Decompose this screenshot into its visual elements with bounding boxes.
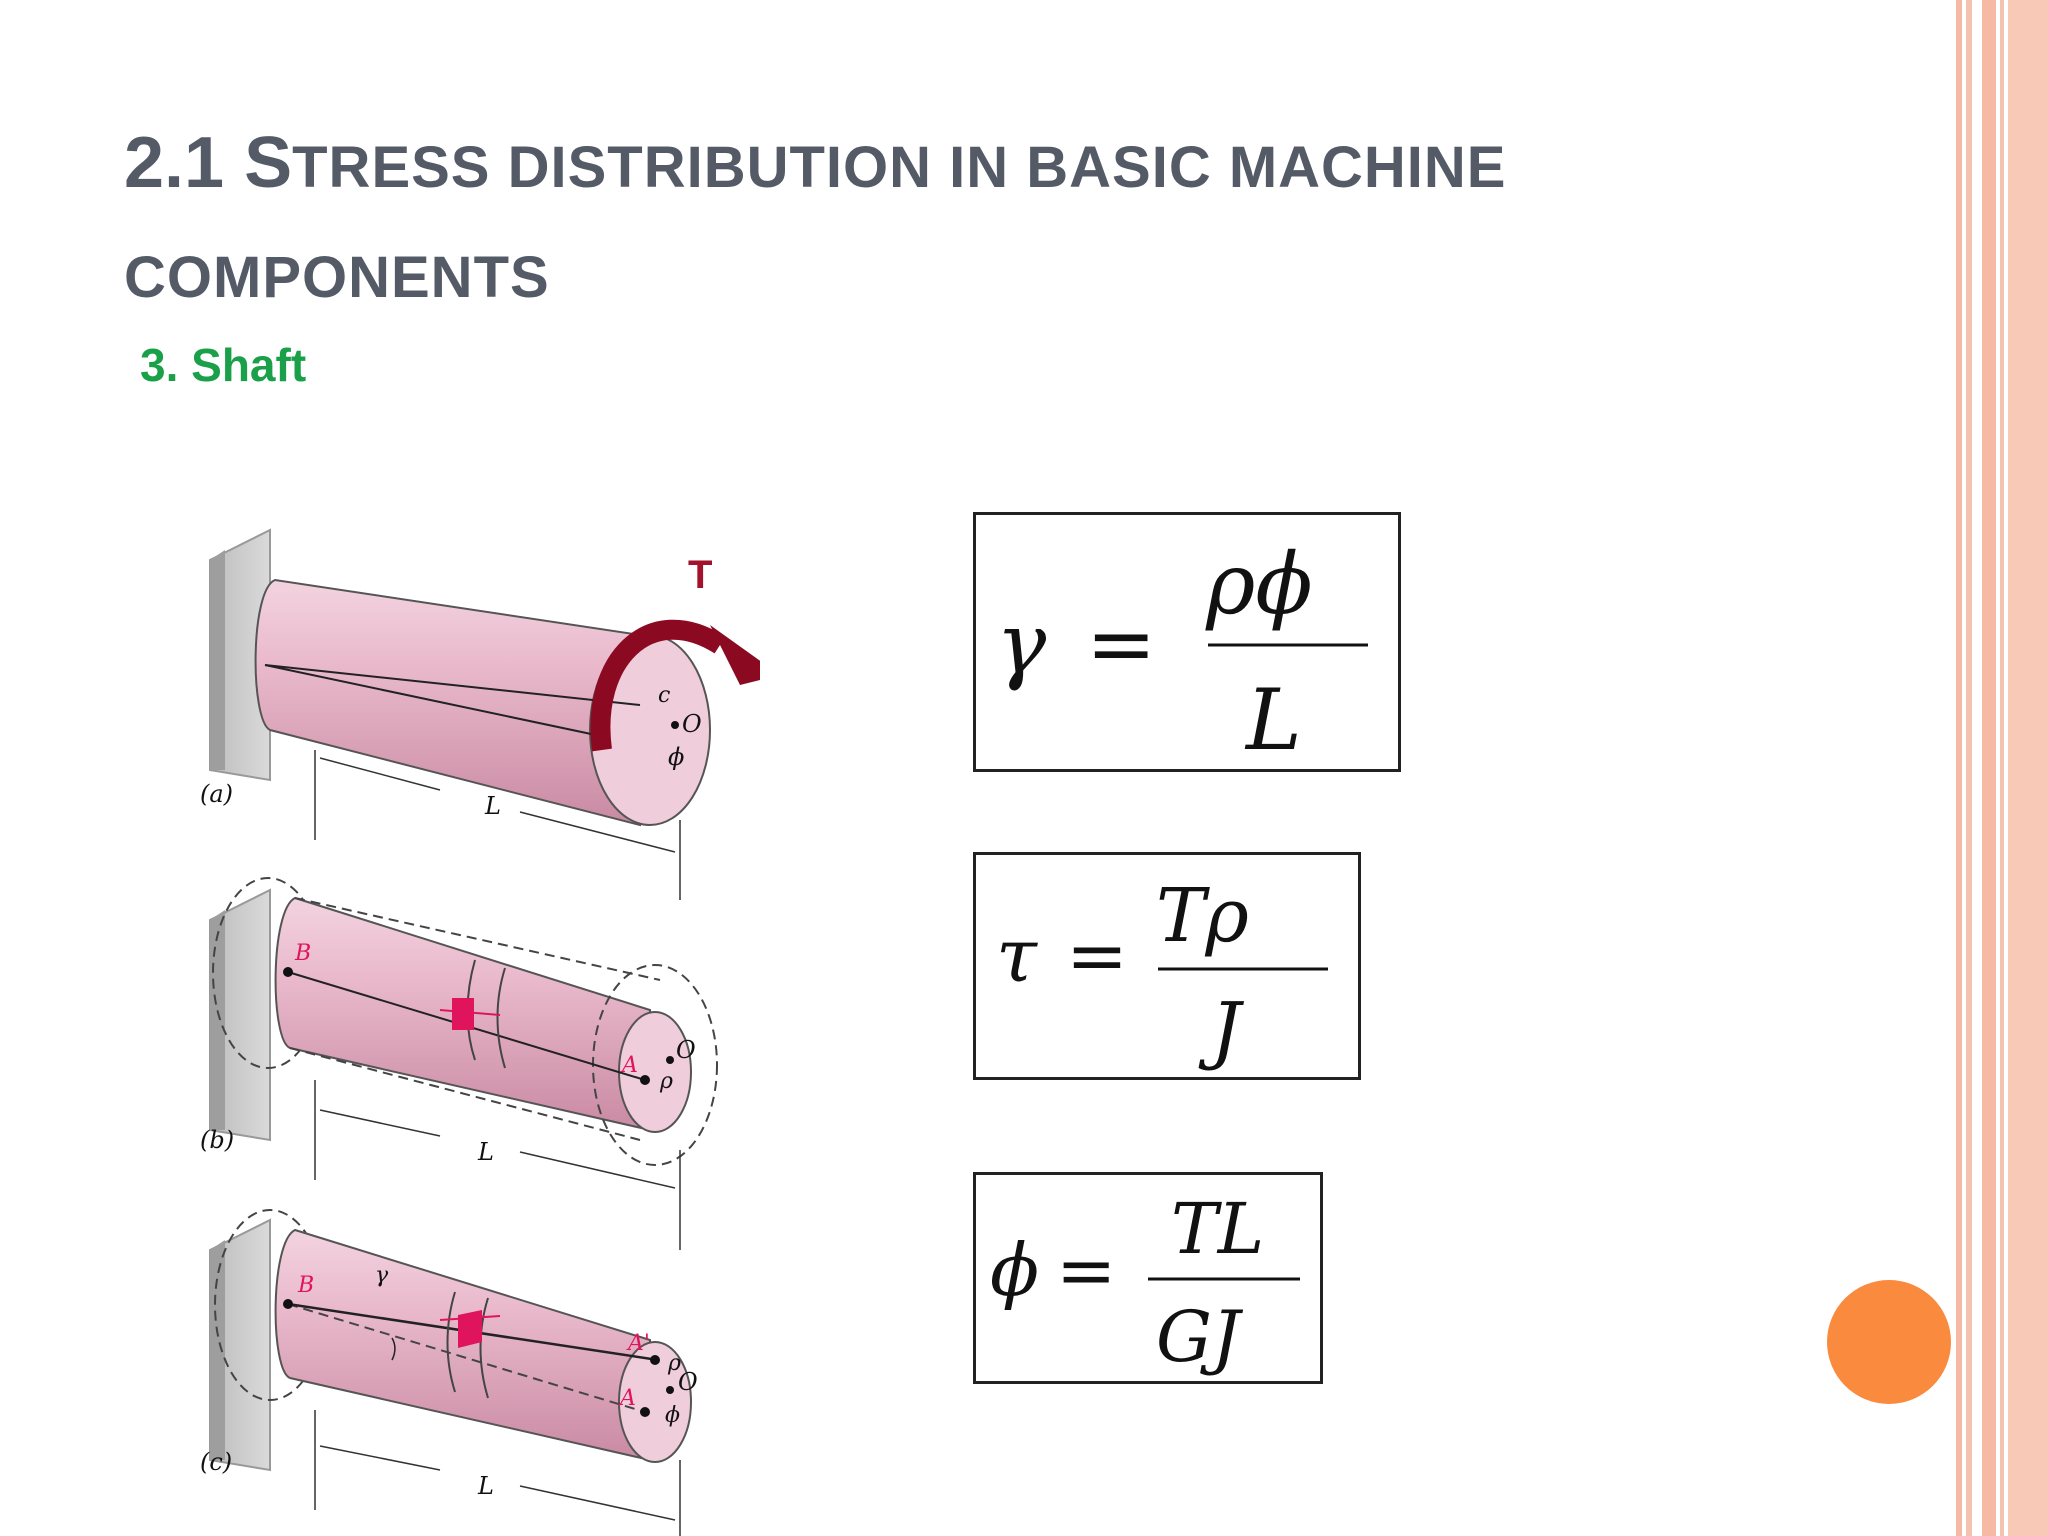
radius-rho-c: ρ [667, 1351, 681, 1376]
slide-title: 2.1 STRESS DISTRIBUTION IN BASIC MACHINE… [124, 112, 1804, 337]
border-stripe-5 [2008, 0, 2048, 1536]
eq3-equals: = [1056, 1228, 1116, 1312]
border-stripe-3 [1982, 0, 1996, 1536]
equation-angle-of-twist: ϕ = TL GJ [973, 1172, 1323, 1384]
radius-rho-b: ρ [659, 1069, 673, 1094]
eq1-numerator: ρϕ [1205, 535, 1313, 633]
eq2-equals: = [1066, 913, 1128, 999]
length-label-a: L [484, 792, 501, 820]
point-O-c: O [678, 1368, 698, 1396]
border-stripe-1 [1956, 0, 1962, 1536]
accent-circle [1827, 1280, 1951, 1404]
eq2-lhs: τ [996, 913, 1038, 999]
panel-tag-b: (b) [200, 1126, 234, 1154]
point-c: c [658, 683, 670, 708]
eq1-lhs: γ [996, 595, 1047, 693]
eq2-denominator: J [1198, 987, 1245, 1073]
torque-arrow [590, 619, 726, 752]
shaft-torsion-figure: T c O ϕ (a) L B A O ρ (b) [200, 528, 760, 1536]
title-line1-rest: TRESS DISTRIBUTION IN BASIC MACHINE [292, 135, 1507, 200]
eq1-denominator: L [1244, 671, 1302, 769]
point-A-b: A [620, 1053, 638, 1078]
panel-tag-a: (a) [200, 780, 233, 808]
shaft-c-end [618, 1341, 692, 1463]
eq3-denominator: GJ [1156, 1296, 1244, 1378]
point-O: O [682, 710, 702, 738]
stress-element-b [452, 998, 474, 1030]
point-B-b: B [294, 941, 311, 966]
angle-phi: ϕ [668, 743, 684, 771]
length-label-b: L [477, 1138, 494, 1166]
torque-label: T [688, 553, 712, 597]
eq3-lhs: ϕ [990, 1228, 1039, 1312]
point-O-b: O [676, 1036, 696, 1064]
eq2-numerator: Tρ [1156, 873, 1249, 959]
length-label-c: L [477, 1472, 494, 1500]
angle-phi-c: ϕ [665, 1403, 680, 1428]
panel-b: B A O ρ (b) L [200, 877, 718, 1250]
point-A-prime: A' [626, 1331, 650, 1356]
shaft-a [254, 578, 641, 827]
stress-element-c [458, 1310, 482, 1348]
panel-tag-c: (c) [200, 1448, 232, 1476]
title-initial: 2.1 S [124, 123, 293, 203]
border-stripe-2 [1966, 0, 1972, 1536]
eq3-numerator: TL [1171, 1188, 1264, 1270]
equation-shear-strain: γ = ρϕ L [973, 512, 1401, 772]
border-stripe-4 [2000, 0, 2004, 1536]
section-subtitle: 3. Shaft [140, 339, 307, 391]
panel-a: T c O ϕ (a) L [200, 528, 760, 900]
panel-c: B γ A' A ρ O ϕ (c) L [200, 1209, 698, 1536]
eq1-equals: = [1086, 595, 1156, 693]
title-line2: COMPONENTS [124, 245, 550, 310]
angle-gamma-c: γ [375, 1263, 389, 1288]
point-B-c: B [297, 1273, 314, 1298]
point-A-c: A [618, 1386, 636, 1411]
equation-shear-stress: τ = Tρ J [973, 852, 1361, 1080]
